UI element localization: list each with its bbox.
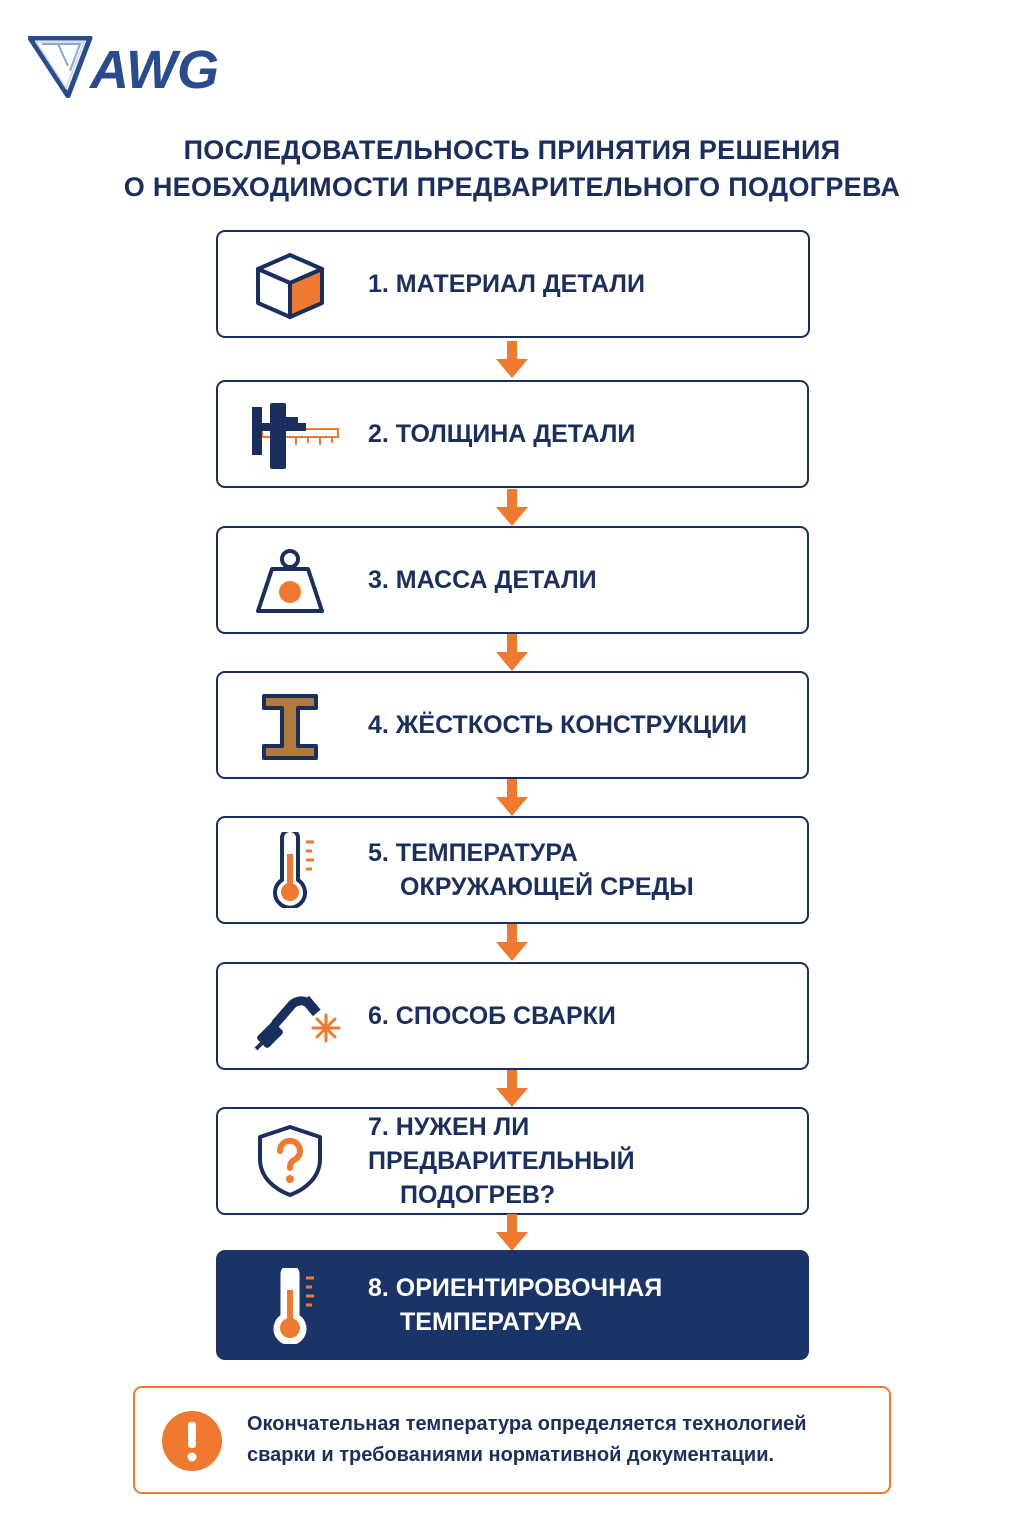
step-3-box: 3. МАССА ДЕТАЛИ <box>216 526 809 634</box>
i-beam-icon <box>262 694 318 760</box>
svg-text:AWG: AWG <box>88 40 219 98</box>
step-3-label: 3. МАССА ДЕТАЛИ <box>368 566 597 594</box>
step-6-label: 6. СПОСОБ СВАРКИ <box>368 1002 616 1030</box>
welding-torch-icon <box>254 995 341 1051</box>
thermometer-icon <box>273 1268 314 1344</box>
page-title-line-2: О НЕОБХОДИМОСТИ ПРЕДВАРИТЕЛЬНОГО ПОДОГРЕ… <box>123 172 901 202</box>
flow-arrow-2 <box>496 489 528 526</box>
awg-logo: AWG <box>28 36 219 98</box>
final-note-text: Окончательная температура определяется т… <box>247 1413 807 1466</box>
step-2-label: 2. ТОЛЩИНА ДЕТАЛИ <box>368 420 636 448</box>
step-7-box: 7. НУЖЕН ЛИ ПРЕДВАРИТЕЛЬНЫЙ ПОДОГРЕВ? <box>216 1107 809 1215</box>
step-6-box: 6. СПОСОБ СВАРКИ <box>216 962 809 1070</box>
step-8-label: 8. ОРИЕНТИРОВОЧНАЯ ТЕМПЕРАТУРА <box>368 1274 663 1336</box>
page-title-line-1: ПОСЛЕДОВАТЕЛЬНОСТЬ ПРИНЯТИЯ РЕШЕНИЯ <box>183 135 841 165</box>
step-4-label: 4. ЖЁСТКОСТЬ КОНСТРУКЦИИ <box>368 711 747 739</box>
flow-arrow-1 <box>496 341 528 378</box>
step-7-label: 7. НУЖЕН ЛИ ПРЕДВАРИТЕЛЬНЫЙ ПОДОГРЕВ? <box>368 1113 635 1209</box>
step-4-box: 4. ЖЁСТКОСТЬ КОНСТРУКЦИИ <box>216 671 809 779</box>
step-5-box: 5. ТЕМПЕРАТУРА ОКРУЖАЮЩЕЙ СРЕДЫ <box>216 816 809 924</box>
step-2-box: 2. ТОЛЩИНА ДЕТАЛИ <box>216 380 809 488</box>
step-8-box: 8. ОРИЕНТИРОВОЧНАЯ ТЕМПЕРАТУРА <box>216 1250 809 1360</box>
shield-question-icon <box>258 1125 322 1197</box>
step-5-label: 5. ТЕМПЕРАТУРА ОКРУЖАЮЩЕЙ СРЕДЫ <box>368 839 694 901</box>
thermometer-icon <box>273 832 314 908</box>
cube-icon <box>256 253 324 319</box>
step-1-label: 1. МАТЕРИАЛ ДЕТАЛИ <box>368 270 645 298</box>
weight-icon <box>256 549 324 613</box>
caliper-icon <box>252 403 339 469</box>
flow-arrow-5 <box>496 924 528 961</box>
step-1-box: 1. МАТЕРИАЛ ДЕТАЛИ <box>216 230 810 338</box>
exclamation-icon <box>162 1411 222 1471</box>
flow-arrow-4 <box>496 779 528 816</box>
final-note-box: Окончательная температура определяется т… <box>133 1386 891 1494</box>
flow-arrow-3 <box>496 634 528 671</box>
flow-arrow-7 <box>496 1214 528 1251</box>
flow-arrow-6 <box>496 1070 528 1107</box>
